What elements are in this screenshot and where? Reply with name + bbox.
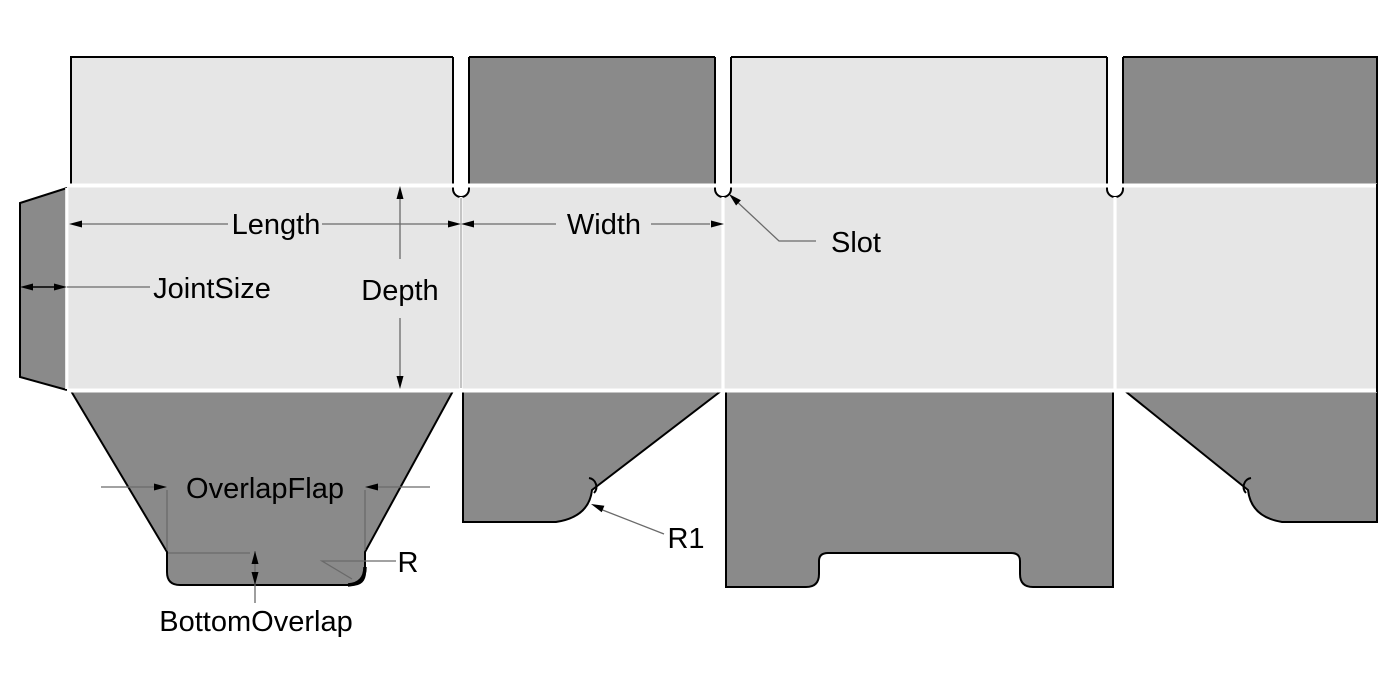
bottomoverlap-arrow-down bbox=[251, 572, 259, 585]
width-label: Width bbox=[567, 209, 641, 241]
bottomoverlap-arrow-up bbox=[251, 551, 259, 564]
crease-bottom bbox=[67, 388, 1377, 393]
r1-cusp-flap2 bbox=[588, 477, 598, 494]
slot-2-outline bbox=[714, 57, 732, 198]
width-arrow-right bbox=[711, 220, 724, 228]
slot-label: Slot bbox=[831, 227, 881, 259]
crease-panel-3-4 bbox=[1113, 197, 1117, 389]
dimension-lines bbox=[30, 197, 816, 603]
arrowheads bbox=[20, 186, 741, 585]
slot-3-gap bbox=[1107, 56, 1123, 189]
bottomoverlap-label: BottomOverlap bbox=[159, 606, 352, 638]
slot-1-gap bbox=[453, 56, 469, 189]
slot-1-outline bbox=[452, 57, 470, 198]
slot-leader bbox=[732, 197, 816, 242]
crease-panel-2-3 bbox=[721, 197, 725, 389]
depth-label: Depth bbox=[361, 275, 438, 307]
r-leader bbox=[319, 560, 396, 580]
slot-2-gap bbox=[715, 56, 731, 189]
bottom-flap-3 bbox=[725, 390, 1114, 588]
depth-arrow-down bbox=[396, 376, 404, 389]
r1-cusp-flap4 bbox=[1242, 477, 1252, 494]
slot-arrow bbox=[729, 194, 741, 206]
jointsize-label: JointSize bbox=[153, 273, 271, 305]
crease-top bbox=[67, 183, 1377, 188]
width-arrow-left bbox=[461, 220, 474, 228]
r1-arrow bbox=[591, 504, 605, 513]
jointsize-arrow-left bbox=[20, 283, 33, 291]
glue-joint-tab bbox=[19, 187, 68, 391]
length-arrow-right bbox=[448, 220, 461, 228]
overlapflap-arrow-right bbox=[365, 483, 378, 491]
slot-3-outline bbox=[1106, 57, 1124, 198]
r1-leader bbox=[599, 508, 665, 535]
labels: Length Width JointSize Depth Slot Overla… bbox=[153, 209, 881, 638]
top-flap-4 bbox=[1122, 56, 1378, 187]
jointsize-arrow-right bbox=[54, 283, 67, 291]
bottom-flap-2 bbox=[462, 390, 724, 523]
length-label: Length bbox=[232, 209, 321, 241]
bottom-flap-4 bbox=[1122, 390, 1378, 523]
r-corner-flap1 bbox=[347, 566, 367, 587]
top-flap-2 bbox=[468, 56, 716, 187]
overlapflap-arrow-left bbox=[154, 483, 167, 491]
top-flap-3 bbox=[730, 56, 1108, 187]
top-flap-1 bbox=[70, 56, 454, 187]
r1-label: R1 bbox=[667, 523, 704, 555]
radius-cusps bbox=[347, 477, 1252, 587]
length-arrow-left bbox=[69, 220, 82, 228]
overlapflap-label: OverlapFlap bbox=[186, 473, 344, 505]
depth-arrow-up bbox=[396, 186, 404, 199]
crease-joint bbox=[65, 188, 69, 389]
r-label: R bbox=[398, 547, 419, 579]
